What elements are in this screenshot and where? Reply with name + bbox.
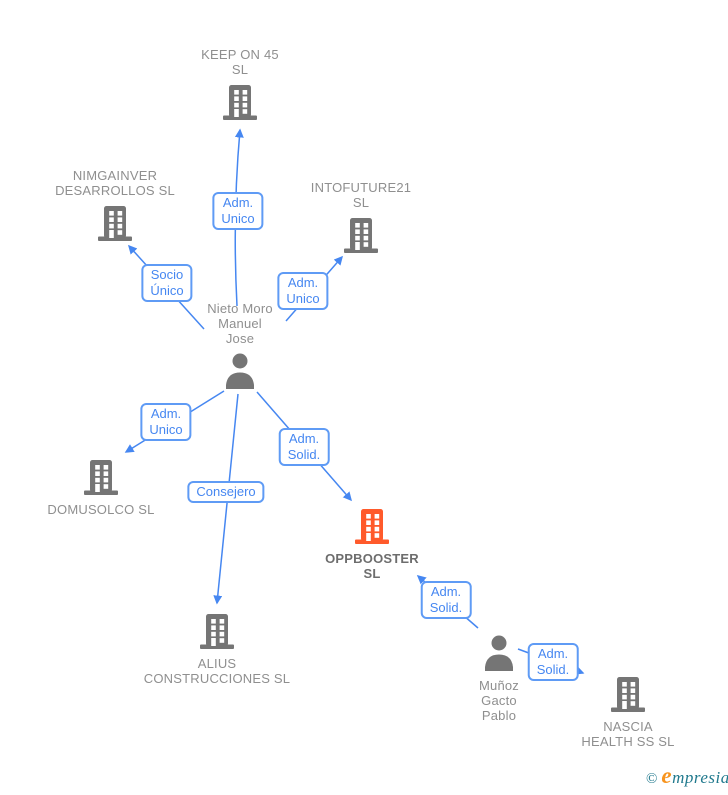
edge-nieto-alius	[213, 393, 239, 605]
building-icon	[81, 457, 121, 497]
person-icon	[479, 633, 519, 673]
building-icon	[352, 506, 392, 546]
person-name: Muñoz Gacto Pablo	[478, 678, 520, 723]
node-munoz-gacto-pablo[interactable]: Muñoz Gacto Pablo	[424, 633, 574, 723]
node-alius-construcciones[interactable]: ALIUS CONSTRUCCIONES SL	[142, 611, 292, 686]
brand-rest: mpresia	[672, 768, 728, 787]
company-name: NIMGAINVER DESARROLLOS SL	[55, 168, 175, 198]
node-intofuture21[interactable]: INTOFUTURE21 SL	[286, 180, 436, 255]
company-name: NASCIA HEALTH SS SL	[581, 719, 675, 749]
building-icon	[341, 215, 381, 255]
copyright-symbol: ©	[646, 771, 658, 787]
edge-label-adm-unico-domusolco: Adm. Unico	[140, 403, 192, 441]
building-icon	[608, 674, 648, 714]
building-icon	[95, 203, 135, 243]
brand-initial: e	[661, 763, 673, 788]
company-name: DOMUSOLCO SL	[47, 502, 155, 517]
building-icon	[197, 611, 237, 651]
edge-label-adm-solid-oppbooster: Adm. Solid.	[278, 428, 330, 466]
company-name: INTOFUTURE21 SL	[310, 180, 412, 210]
person-icon	[220, 351, 260, 391]
company-name: ALIUS CONSTRUCCIONES SL	[143, 656, 291, 686]
node-domusolco[interactable]: DOMUSOLCO SL	[26, 457, 176, 517]
edge-label-adm-solid-munoz-oppbooster: Adm. Solid.	[420, 581, 472, 619]
edge-label-adm-solid-munoz-nascia: Adm. Solid.	[527, 643, 579, 681]
node-nimgainver-desarrollos[interactable]: NIMGAINVER DESARROLLOS SL	[40, 168, 190, 243]
node-keep-on-45[interactable]: KEEP ON 45 SL	[165, 47, 315, 122]
building-icon	[220, 82, 260, 122]
node-nieto-moro-manuel-jose[interactable]: Nieto Moro Manuel Jose	[165, 301, 315, 391]
empresia-logo[interactable]: © empresia	[646, 763, 728, 789]
edge-label-socio-unico-nimgainver: Socio Único	[141, 264, 193, 302]
company-name: KEEP ON 45 SL	[201, 47, 279, 77]
brand-name: empresia	[661, 763, 728, 789]
node-oppbooster[interactable]: OPPBOOSTER SL	[297, 506, 447, 581]
edge-label-consejero-alius: Consejero	[187, 481, 265, 503]
edge-label-adm-unico-keepon: Adm. Unico	[212, 192, 264, 230]
company-name: OPPBOOSTER SL	[325, 551, 419, 581]
person-name: Nieto Moro Manuel Jose	[207, 301, 273, 346]
edge-label-adm-unico-intofuture: Adm. Unico	[277, 272, 329, 310]
node-nascia-health[interactable]: NASCIA HEALTH SS SL	[553, 674, 703, 749]
